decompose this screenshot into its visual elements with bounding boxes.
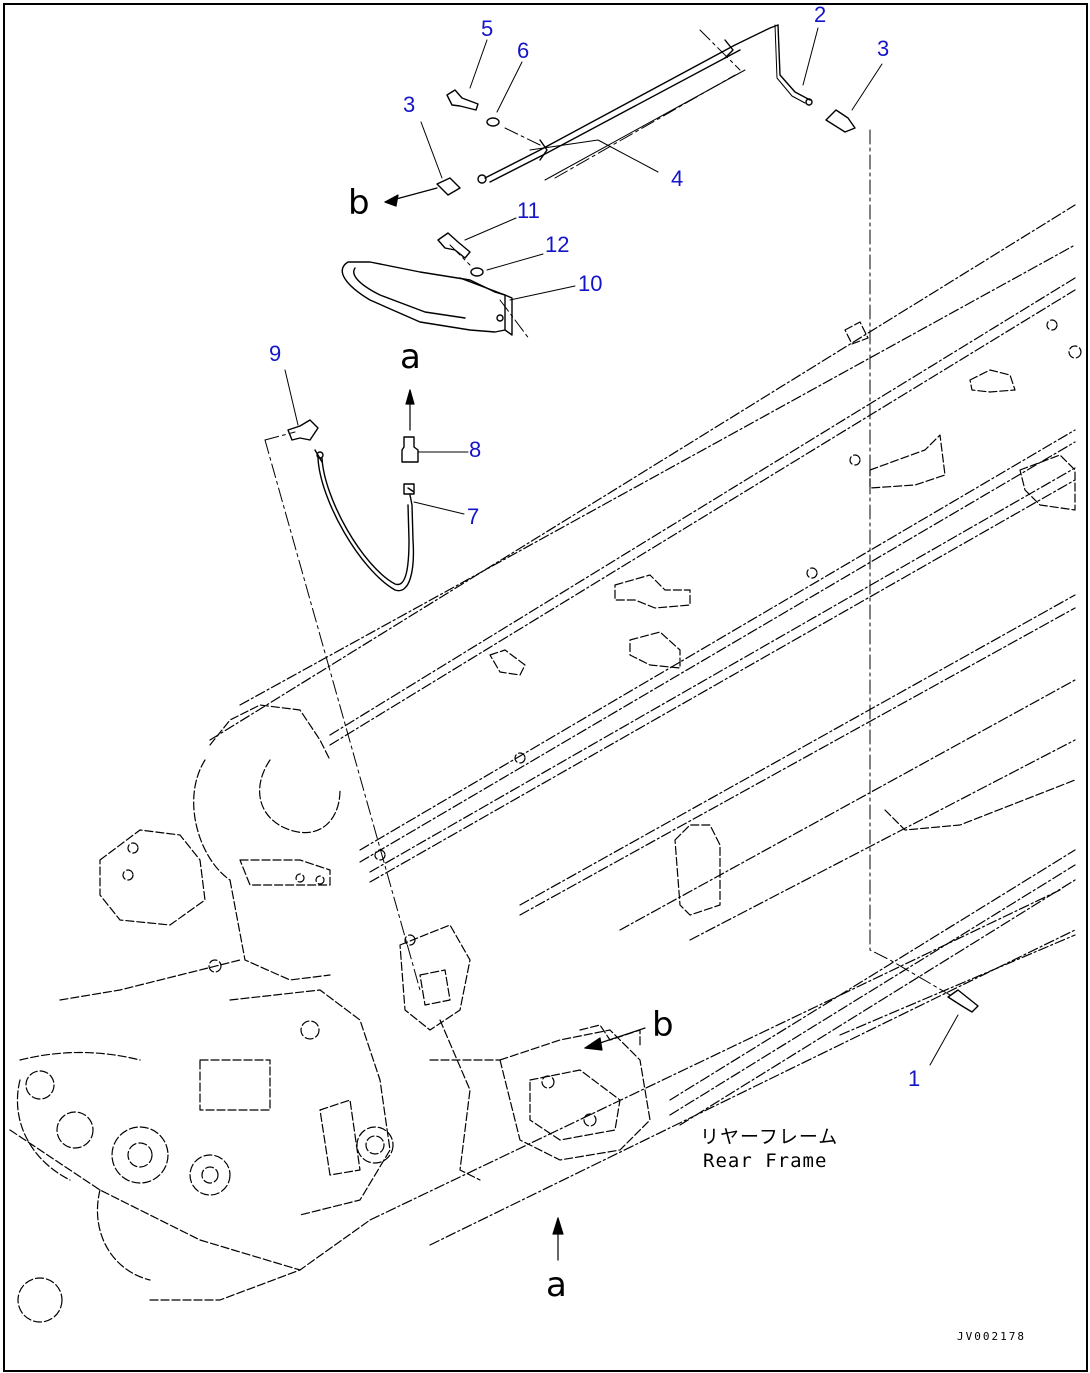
ref-b-right: b <box>652 1005 674 1045</box>
engine-assembly <box>9 759 394 1323</box>
ref-a-top: a <box>400 337 421 377</box>
frame-lower-edges <box>369 849 1076 1246</box>
callout-10: 10 <box>578 271 603 296</box>
lower-center-fixtures <box>399 924 651 1181</box>
hose-7 <box>314 449 415 592</box>
callout-3-left: 3 <box>403 92 416 117</box>
callout-8: 8 <box>469 437 482 462</box>
drawing-border <box>3 3 1088 1372</box>
callout-9: 9 <box>269 341 282 366</box>
callout-6: 6 <box>517 38 530 63</box>
callout-5: 5 <box>481 16 494 41</box>
phantom-lines <box>264 29 951 996</box>
drawing-code: JV002178 <box>957 1330 1026 1343</box>
callout-12: 12 <box>545 232 570 257</box>
fittings <box>287 89 979 1013</box>
frame-upper-edges <box>209 204 1076 941</box>
callout-7: 7 <box>467 504 480 529</box>
leader-lines <box>284 27 959 1066</box>
callout-1: 1 <box>908 1066 921 1091</box>
ref-a-bottom: a <box>546 1265 567 1305</box>
bracket-10 <box>341 261 513 336</box>
frame-brackets <box>209 319 1082 916</box>
caption-rear-frame: Rear Frame <box>703 1150 828 1172</box>
reference-arrows <box>384 187 646 1261</box>
callout-2: 2 <box>814 2 827 27</box>
callout-11: 11 <box>517 198 540 223</box>
callout-3-right: 3 <box>877 36 890 61</box>
ref-b-left: b <box>348 183 370 223</box>
callout-4: 4 <box>671 166 684 191</box>
caption-japanese: リヤーフレーム <box>700 1126 839 1148</box>
